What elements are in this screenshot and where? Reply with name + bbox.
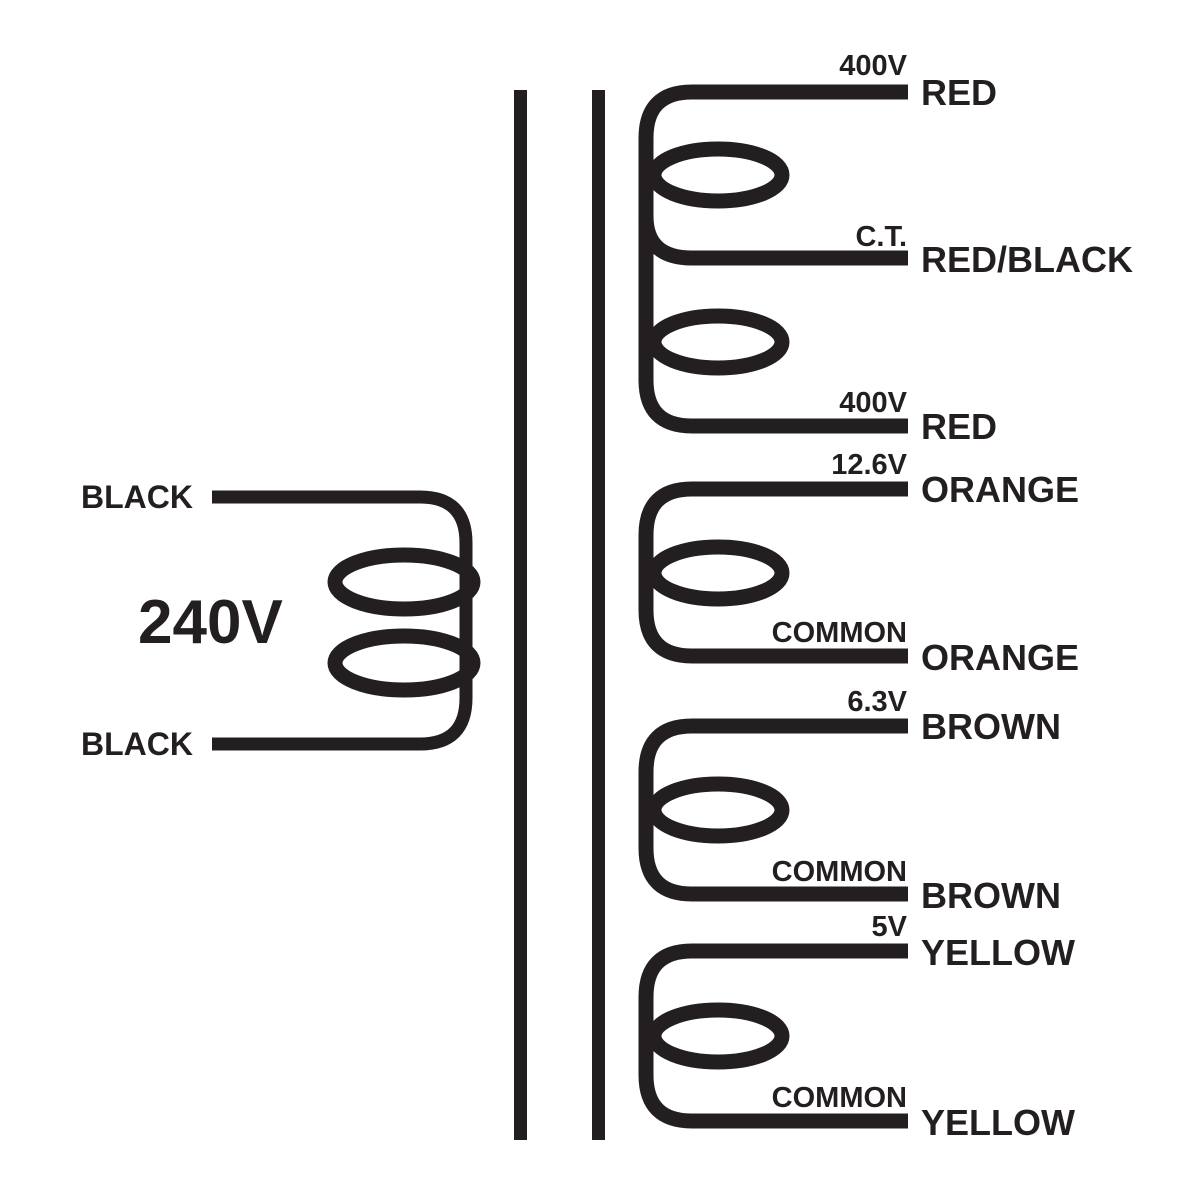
lead-color-label: RED (921, 406, 997, 447)
secondary-5v-coil-wire (638, 943, 908, 1129)
lead-tap-label: COMMON (772, 1082, 907, 1114)
lead-tap-label: 12.6V (831, 449, 907, 481)
transformer-core (514, 90, 605, 1140)
secondary-ht-coil-wire (638, 84, 908, 434)
primary-voltage-label: 240V (138, 588, 283, 657)
lead-color-label: YELLOW (921, 932, 1075, 973)
lead-tap-label: 5V (872, 911, 908, 943)
secondary-6v-coil-loop (646, 776, 790, 844)
secondary-ht-coil-loop (646, 141, 790, 209)
lead-tap-label: 400V (839, 50, 907, 82)
lead-color-label: ORANGE (921, 469, 1079, 510)
secondary-winding-ht: 400V RED C.T. RED/BLACK 400V RED (638, 50, 1133, 447)
secondary-6v-coil-wire (638, 718, 908, 902)
secondary-ht-center-tap-wire (638, 215, 908, 266)
lead-tap-label: 6.3V (847, 686, 907, 718)
primary-bottom-lead-label: BLACK (81, 726, 193, 762)
secondary-5v-coil-loop (646, 1002, 790, 1070)
lead-color-label: RED/BLACK (921, 239, 1133, 280)
secondary-winding-5v: 5V YELLOW COMMON YELLOW (638, 911, 1075, 1143)
secondary-winding-6v: 6.3V BROWN COMMON BROWN (638, 686, 1061, 916)
lead-color-label: YELLOW (921, 1102, 1075, 1143)
primary-coil-loop (327, 547, 481, 617)
primary-winding: BLACK BLACK 240V (81, 479, 481, 762)
primary-top-lead-label: BLACK (81, 479, 193, 515)
secondary-12v-coil-loop (646, 539, 790, 607)
secondary-12v-coil-wire (638, 481, 908, 664)
lead-tap-label: C.T. (855, 221, 907, 253)
lead-tap-label: COMMON (772, 617, 907, 649)
primary-coil-loop (327, 628, 481, 698)
secondary-ht-coil-loop (646, 308, 790, 376)
lead-color-label: BROWN (921, 875, 1061, 916)
lead-color-label: BROWN (921, 706, 1061, 747)
secondary-winding-12v: 12.6V ORANGE COMMON ORANGE (638, 449, 1079, 678)
lead-tap-label: COMMON (772, 856, 907, 888)
lead-color-label: ORANGE (921, 637, 1079, 678)
lead-color-label: RED (921, 72, 997, 113)
primary-coil-wire (212, 490, 473, 751)
lead-tap-label: 400V (839, 387, 907, 419)
